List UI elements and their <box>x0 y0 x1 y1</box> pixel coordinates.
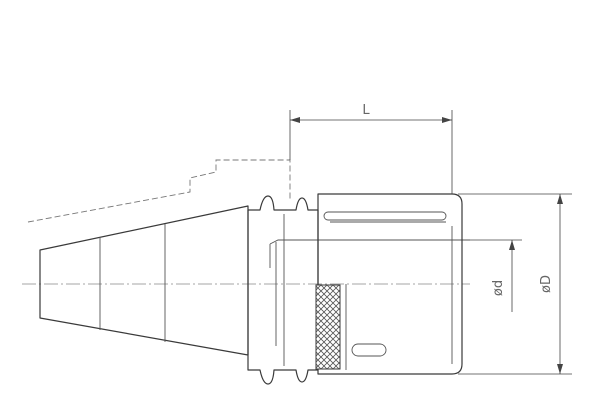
dimension-arrow <box>557 364 563 374</box>
taper-shank <box>39 205 249 356</box>
nut-pin-slot <box>351 343 387 357</box>
flange <box>247 195 319 385</box>
dimension-label-outer-diameter: øD <box>539 275 554 293</box>
dimension-arrow <box>509 240 515 250</box>
nut-slot <box>323 211 447 221</box>
dimension-label-length: L <box>362 103 370 118</box>
spindle-phantom-outline <box>27 159 291 223</box>
dimension-label-bore-diameter: ød <box>491 280 506 296</box>
knurled-grip <box>315 284 341 370</box>
dimension-arrow <box>557 194 563 204</box>
dimension-arrow <box>442 117 452 123</box>
dimension-arrow <box>290 117 300 123</box>
body-stem <box>269 239 470 245</box>
clamping-nut <box>317 193 463 375</box>
